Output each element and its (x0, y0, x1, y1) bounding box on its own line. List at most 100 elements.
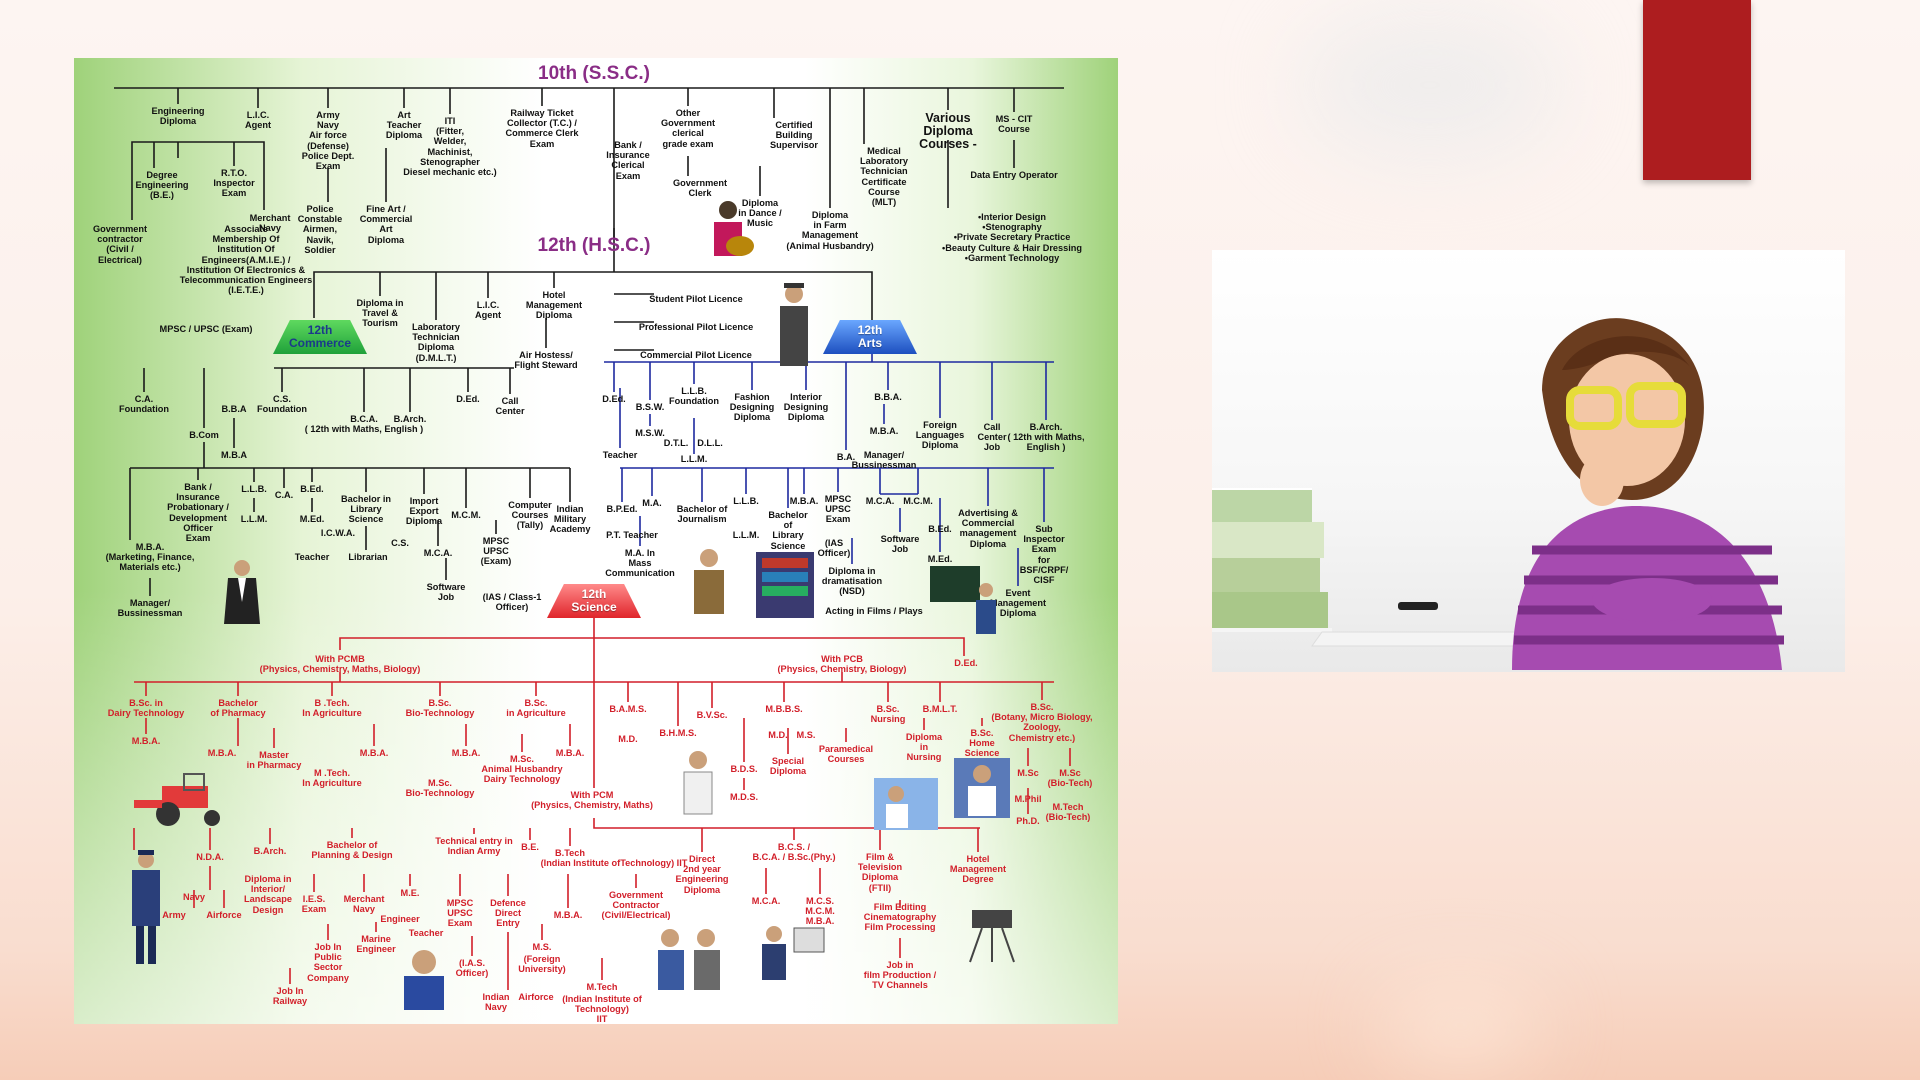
career-label: Bachelor of Pharmacy (210, 698, 266, 719)
career-label: D.L.L. (697, 438, 723, 448)
career-label: Teacher (408, 928, 444, 938)
career-label: I.E.S. Exam (301, 894, 327, 915)
career-label: Interior Designing Diploma (783, 392, 829, 423)
career-label: Engineering Diploma (151, 106, 205, 127)
teacher-board-icon (930, 566, 996, 634)
career-label: Software Job (426, 582, 466, 603)
career-label: B.Sc. Bio-Technology (405, 698, 475, 719)
career-label: R.T.O. Inspector Exam (213, 168, 255, 199)
career-label: Diploma in dramatisation (NSD) (821, 566, 883, 597)
career-label: C.A. Foundation (118, 394, 170, 415)
career-label: Job in film Production / TV Channels (863, 960, 937, 991)
career-label: B.B.A (221, 404, 247, 414)
career-label: M.Sc. Bio-Technology (405, 778, 475, 799)
career-label: Defence Direct Entry (490, 898, 526, 929)
career-label: L.L.B. Foundation (668, 386, 720, 407)
career-label: M.C.S. M.C.M. M.B.A. (805, 896, 835, 927)
career-label: M.B.A. (131, 736, 161, 746)
career-label: B.Ed. (300, 484, 324, 494)
librarian-icon (756, 552, 814, 618)
career-label: B.V.Sc. (696, 710, 728, 720)
career-label: Airforce (518, 992, 554, 1002)
career-label: B.C.A. ( 12th with Maths, English ) (304, 414, 424, 435)
career-label: B.Arch. (253, 846, 287, 856)
career-label: Event Management Diploma (989, 588, 1047, 619)
career-label: D.T.L. (663, 438, 689, 448)
career-label: M.Tech (Bio-Tech) (1045, 802, 1091, 823)
career-label: Associate Membership Of Institution Of E… (179, 224, 313, 296)
career-label: Government contractor (Civil / Electrica… (92, 224, 148, 265)
career-label: •Interior Design •Stenography •Private S… (941, 212, 1083, 263)
career-label: B.A. (836, 452, 856, 462)
career-label: M.B.A (220, 450, 248, 460)
career-label: (Physics, Chemistry, Maths) (531, 800, 653, 810)
career-label: B.Sc. in Dairy Technology (107, 698, 185, 719)
career-label: Call Center Job (977, 422, 1007, 453)
career-label: Other Government clerical grade exam (660, 108, 716, 149)
career-label: Railway Ticket Collector (T.C.) / Commer… (505, 108, 579, 149)
career-label: M.A. (642, 498, 662, 508)
career-label: Marine Engineer (356, 934, 396, 955)
background-glow (1300, 10, 1560, 160)
career-label: Librarian (348, 552, 388, 562)
career-label: (I.A.S. Officer) (455, 958, 489, 979)
nurse-icon (874, 778, 938, 830)
career-label: Advertising & Commercial management Dipl… (958, 508, 1018, 549)
career-label: B.Sc. (Botany, Micro Biology, Zoology, C… (991, 702, 1093, 743)
career-label: Paramedical Courses (818, 744, 874, 765)
career-label: B.A.M.S. (609, 704, 647, 714)
career-label: Engineer (380, 914, 420, 924)
tractor-icon (134, 773, 220, 826)
career-label: M.Tech (586, 982, 618, 992)
career-label: Hotel Management Degree (949, 854, 1007, 885)
career-label: Diploma in Interior/ Landscape Design (244, 874, 292, 915)
career-label: Government Clerk (672, 178, 728, 199)
career-label: M.Sc (1017, 768, 1039, 778)
career-label: Call Center (495, 396, 525, 417)
career-label: MPSC / UPSC (Exam) (159, 324, 253, 334)
career-label: Import Export Diploma (405, 496, 443, 527)
career-label: Bachelor of Journalism (676, 504, 728, 525)
career-label: M.A. In Mass Communication (605, 548, 675, 579)
career-label: M.Sc (Bio-Tech) (1047, 768, 1093, 789)
career-label: Diploma in Dance / Music (738, 198, 782, 229)
arts-hub: 12th Arts (823, 320, 917, 354)
career-chart-lines (114, 87, 1071, 990)
career-label: Bachelor of Library Science (768, 510, 808, 551)
career-label: (IAS / Class-1 Officer) (482, 592, 542, 613)
career-label: B.D.S. (730, 764, 758, 774)
career-label: With PCMB (315, 654, 365, 664)
career-label: I.C.W.A. (320, 528, 356, 538)
career-label: (Physics, Chemistry, Maths, Biology) (259, 664, 421, 674)
career-label: M.Ed. (299, 514, 325, 524)
career-label: Manager/ Bussinessman (117, 598, 183, 619)
career-label: MPSC UPSC Exam (446, 898, 474, 929)
career-label: Navy (183, 892, 205, 902)
career-label: Certified Building Supervisor (770, 120, 818, 151)
career-label: L.L.B. (241, 484, 267, 494)
career-label: D.Ed. (954, 658, 978, 668)
career-label: Job In Railway (272, 986, 308, 1007)
career-label: Bachelor of Planning & Design (311, 840, 393, 861)
career-label: Fashion Designing Diploma (729, 392, 775, 423)
career-label: Merchant Navy (343, 894, 385, 915)
career-label: L.I.C. Agent (474, 300, 502, 321)
scientist-icon (954, 758, 1010, 818)
career-label: N.D.A. (196, 852, 224, 862)
career-label: L.L.M. (240, 514, 268, 524)
career-label: Degree Engineering (B.E.) (135, 170, 189, 201)
career-label: B.Sc. Nursing (870, 704, 906, 725)
career-label: Diploma in Farm Management (Animal Husba… (786, 210, 874, 251)
career-label: Diploma in Travel & Tourism (356, 298, 404, 329)
career-label: B.H.M.S. (659, 728, 697, 738)
career-chart: 10th (S.S.C.) 12th (H.S.C.) 12th Commerc… (74, 58, 1118, 1024)
career-label: M.S. (532, 942, 552, 952)
career-label: Professional Pilot Licence (638, 322, 754, 332)
career-label: Technical entry in Indian Army (435, 836, 513, 857)
career-label: Government Contractor (Civil/Electrical) (601, 890, 671, 921)
career-label: M.B.A. (359, 748, 389, 758)
career-label: (Indian Institute ofTechnology) IIT (540, 858, 688, 868)
career-label: B.C.S. / B.C.A. / B.Sc.(Phy.) (752, 842, 836, 863)
career-label: B .Tech. In Agriculture (302, 698, 362, 719)
career-label: Police Constable Airmen, Navik, Soldier (297, 204, 343, 255)
